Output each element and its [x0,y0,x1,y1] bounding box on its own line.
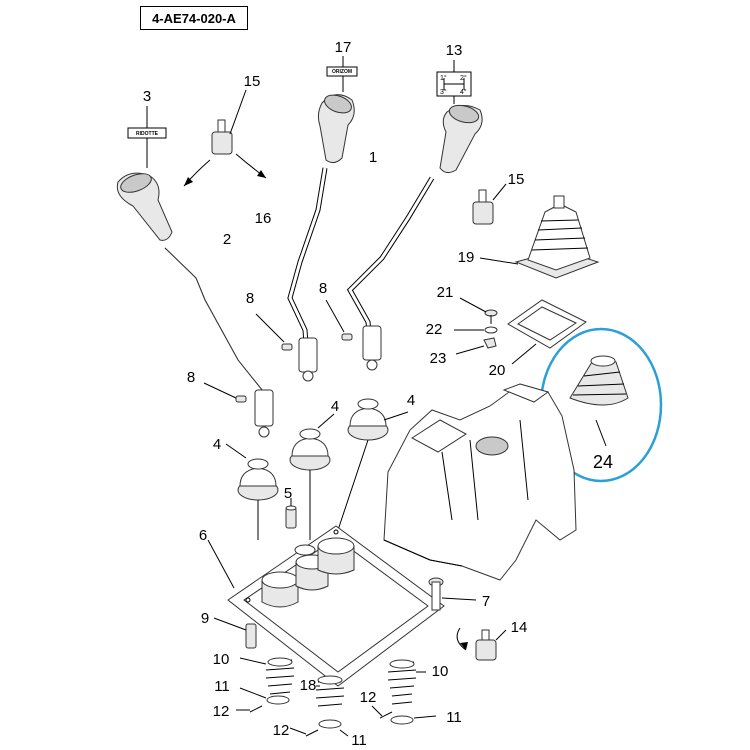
tag-ridotte-text: RIDOTTE [136,131,159,137]
knob-17[interactable] [317,92,355,164]
diagram-code: 4-AE74-020-A [152,10,236,26]
knob-3[interactable] [116,170,173,241]
clip-23[interactable] [455,337,497,355]
callout-17: 17 [335,39,352,56]
pin-8-left[interactable] [203,382,247,403]
callout-8b: 8 [319,280,327,297]
callout-15b: 15 [508,171,525,188]
bolt-7[interactable] [428,577,477,611]
tag-orizom-text: ORIZOM [332,69,352,75]
spring-10-right[interactable] [387,659,426,705]
seal-4-left[interactable] [225,443,279,540]
clip-12-right[interactable] [371,705,393,719]
callout-24: 24 [593,452,613,472]
tag-orizom: ORIZOM [326,56,358,92]
callout-12c: 12 [273,722,290,739]
pin-8-right[interactable] [325,299,353,341]
gear-1-label: 1° [440,74,447,82]
callout-2: 2 [223,231,231,248]
tag-ridotte: RIDOTTE [127,106,167,168]
callout-18: 18 [300,677,317,694]
washer-22[interactable] [454,326,498,334]
callout-23: 23 [430,350,447,367]
spring-18[interactable] [315,675,345,707]
callout-11c: 11 [446,709,462,726]
callout-20: 20 [489,362,506,379]
callout-3: 3 [143,88,151,105]
boot-24[interactable] [569,355,629,447]
washer-11-right[interactable] [390,715,437,725]
rotation-arrows [183,153,267,187]
gear-2-label: 2° [460,74,467,82]
switch-15-right[interactable] [472,183,507,225]
callout-12a: 12 [213,703,230,720]
seal-4-right[interactable] [337,398,409,531]
pin-8-mid[interactable] [255,313,293,351]
sockets [261,537,355,608]
diagram-code-box: 4-AE74-020-A [140,6,248,30]
lever-2[interactable] [164,247,274,438]
callout-5: 5 [284,485,292,502]
callout-4b: 4 [331,398,339,415]
lever-1[interactable] [346,176,435,371]
gasket-20[interactable] [507,299,587,365]
callout-13: 13 [446,42,463,59]
callout-4c: 4 [407,392,415,409]
gear-3-label: 3° [440,88,447,96]
seal-4-mid[interactable] [289,413,335,540]
washer-11-left[interactable] [239,687,290,705]
housing [383,383,577,581]
callout-7: 7 [482,593,490,610]
callout-11b: 11 [351,732,367,749]
callout-6: 6 [199,527,207,544]
callout-16: 16 [255,210,272,227]
gear-4-label: 4° [460,88,467,96]
spring-10-left[interactable] [239,657,295,695]
pin-9[interactable] [213,617,257,649]
callout-19: 19 [458,249,475,266]
knob-13[interactable] [439,102,483,174]
callout-4a: 4 [213,436,221,453]
callout-21: 21 [437,284,454,301]
callout-12b: 12 [360,689,377,706]
washer-11-mid[interactable] [318,719,349,737]
clip-12-mid[interactable] [289,727,319,737]
callout-14: 14 [511,619,528,636]
switch-14[interactable] [456,627,507,661]
lever-16[interactable] [287,167,328,382]
callout-10a: 10 [213,651,230,668]
bellows-19[interactable] [479,195,600,279]
clip-12-left[interactable] [236,705,263,713]
bolt-21[interactable] [459,297,498,324]
callout-9: 9 [201,610,209,627]
callout-8a: 8 [246,290,254,307]
callout-10b: 10 [432,663,449,680]
callout-22: 22 [426,321,443,338]
shift-pattern-plate: 1° 2° 3° 4° [436,60,472,104]
callout-8c: 8 [187,369,195,386]
pin-5[interactable] [285,498,297,529]
callout-1: 1 [369,149,377,166]
callout-11a: 11 [214,678,230,695]
switch-15-top[interactable] [211,89,247,155]
callout-15a: 15 [244,73,261,90]
